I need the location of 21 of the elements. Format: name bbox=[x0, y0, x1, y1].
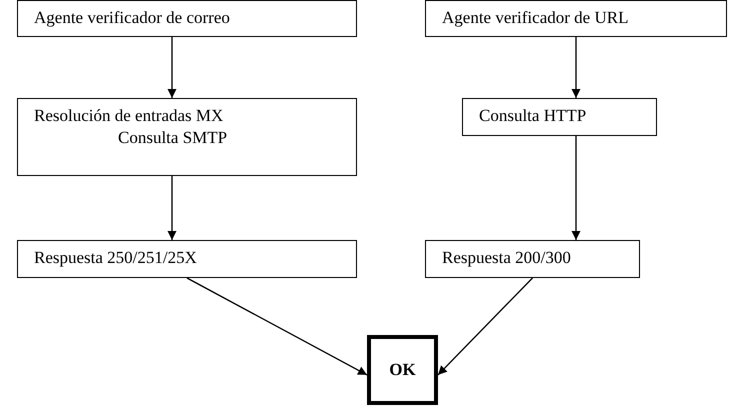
node-text: Resolución de entradas MX bbox=[34, 105, 224, 127]
arrow bbox=[168, 37, 176, 98]
node-text: Respuesta 250/251/25X bbox=[34, 247, 198, 269]
arrow bbox=[572, 37, 580, 98]
process-box bbox=[17, 0, 357, 37]
process-box bbox=[425, 0, 727, 37]
arrow bbox=[438, 278, 533, 376]
arrow bbox=[186, 277, 368, 376]
node-text: Consulta HTTP bbox=[479, 105, 588, 127]
node-text: Respuesta 200/300 bbox=[442, 247, 572, 269]
result-box bbox=[367, 335, 438, 405]
node-text: Agente verificador de correo bbox=[34, 7, 231, 29]
node-text: OK bbox=[389, 359, 416, 381]
process-box bbox=[17, 240, 357, 278]
arrow bbox=[572, 136, 580, 240]
process-box bbox=[425, 240, 640, 278]
process-box bbox=[462, 98, 657, 136]
arrow bbox=[168, 176, 176, 240]
node-text: Agente verificador de URL bbox=[442, 7, 630, 29]
node-text: Consulta SMTP bbox=[117, 127, 228, 149]
process-box bbox=[17, 98, 357, 176]
